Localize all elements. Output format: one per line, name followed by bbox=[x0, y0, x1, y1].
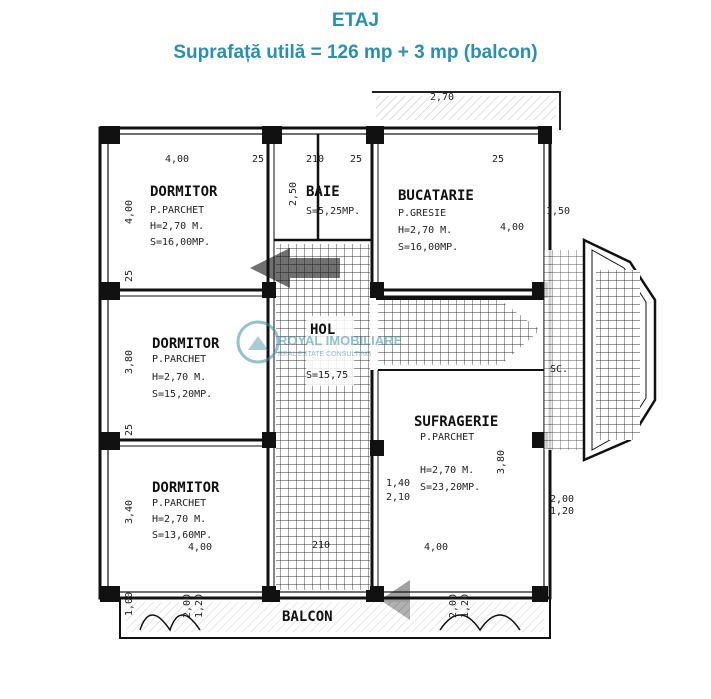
room-sufragerie: SUFRAGERIE P.PARCHET H=2,70 M. S=23,20MP… bbox=[414, 414, 498, 493]
room-balcon-name: BALCON bbox=[282, 609, 333, 625]
dim-left-100: 1,00 bbox=[124, 592, 135, 616]
balcony bbox=[119, 597, 551, 639]
room-sufragerie-height: H=2,70 M. bbox=[420, 465, 474, 476]
dim-right-150: 1,50 bbox=[546, 206, 570, 217]
dim-balc1-120: 1,20 bbox=[194, 594, 205, 618]
room-dormitor-3-height: H=2,70 M. bbox=[152, 514, 206, 525]
room-dormitor-1-height: H=2,70 M. bbox=[150, 221, 204, 232]
room-sc-name: SC. bbox=[550, 364, 568, 375]
dim-right-200: 2,00 bbox=[550, 494, 574, 505]
dim-top-25b: 25 bbox=[350, 154, 362, 165]
room-dormitor-2-area: S=15,20MP. bbox=[152, 389, 212, 400]
stair-bay bbox=[582, 238, 657, 462]
room-balcon: BALCON bbox=[282, 609, 333, 625]
dim-bottom-210: 210 bbox=[312, 540, 330, 551]
dim-balc1-200: 2,00 bbox=[182, 594, 193, 618]
room-dormitor-2-name: DORMITOR bbox=[152, 336, 220, 352]
room-dormitor-2-height: H=2,70 M. bbox=[152, 372, 206, 383]
watermark-tagline: REAL ESTATE CONSULTING bbox=[278, 351, 371, 358]
dim-right-120: 1,20 bbox=[550, 506, 574, 517]
room-hol-area: S=15,75 bbox=[306, 370, 348, 381]
dim-right-380: 3,80 bbox=[496, 450, 507, 474]
dim-baie-250: 2,50 bbox=[288, 182, 299, 206]
dim-bottom-right-400: 4,00 bbox=[424, 542, 448, 553]
room-hol: HOL S=15,75 bbox=[306, 316, 354, 386]
room-dormitor-1-area: S=16,00MP. bbox=[150, 237, 210, 248]
dim-top-25c: 25 bbox=[492, 154, 504, 165]
dim-top-400: 4,00 bbox=[165, 154, 189, 165]
dim-bottom-400: 4,00 bbox=[188, 542, 212, 553]
room-sc: SC. bbox=[550, 364, 568, 375]
room-baie-name: BAIE bbox=[306, 184, 340, 200]
dim-left-25a: 25 bbox=[124, 270, 135, 282]
dim-balc2-200: 2,00 bbox=[448, 594, 459, 618]
dim-top-210: 210 bbox=[306, 154, 324, 165]
room-dormitor-3-area: S=13,60MP. bbox=[152, 530, 212, 541]
dim-left-340: 3,40 bbox=[124, 500, 135, 524]
room-bucatarie-floor: P.GRESIE bbox=[398, 208, 446, 219]
room-baie-area: S=5,25MP. bbox=[306, 206, 360, 217]
room-dormitor-1: DORMITOR P.PARCHET H=2,70 M. S=16,00MP. bbox=[150, 184, 218, 248]
room-dormitor-1-floor: P.PARCHET bbox=[150, 205, 204, 216]
room-dormitor-2: DORMITOR P.PARCHET H=2,70 M. S=15,20MP. bbox=[152, 336, 220, 400]
dimension-labels: 4,00 25 210 25 25 1,50 4,00 2,50 4,00 25… bbox=[124, 154, 574, 618]
plan-subtitle: Suprafață utilă = 126 mp + 3 mp (balcon) bbox=[173, 42, 538, 63]
dim-top-25a: 25 bbox=[252, 154, 264, 165]
room-bucatarie-area: S=16,00MP. bbox=[398, 242, 458, 253]
room-dormitor-3: DORMITOR P.PARCHET H=2,70 M. S=13,60MP. bbox=[152, 480, 220, 541]
dim-left-25b: 25 bbox=[124, 424, 135, 436]
room-hol-name: HOL bbox=[310, 322, 335, 338]
room-dormitor-2-floor: P.PARCHET bbox=[152, 354, 206, 365]
plan-title: ETAJ bbox=[331, 10, 380, 31]
room-dormitor-3-name: DORMITOR bbox=[152, 480, 220, 496]
room-sufragerie-area: S=23,20MP. bbox=[420, 482, 480, 493]
dim-140: 1,40 bbox=[386, 478, 410, 489]
room-bucatarie: BUCATARIE P.GRESIE H=2,70 M. S=16,00MP. bbox=[398, 188, 474, 253]
dim-balc2-120: 1,20 bbox=[460, 594, 471, 618]
room-bucatarie-name: BUCATARIE bbox=[398, 188, 474, 204]
dim-left-380: 3,80 bbox=[124, 350, 135, 374]
room-baie: BAIE S=5,25MP. bbox=[306, 184, 360, 217]
wall-piers bbox=[100, 126, 552, 602]
room-sufragerie-name: SUFRAGERIE bbox=[414, 414, 498, 430]
watermark-logo-icon bbox=[236, 320, 280, 364]
room-bucatarie-height: H=2,70 M. bbox=[398, 225, 452, 236]
dim-left-400: 4,00 bbox=[124, 200, 135, 224]
dim-210c: 2,10 bbox=[386, 492, 410, 503]
room-sufragerie-floor: P.PARCHET bbox=[420, 432, 474, 443]
watermark: ROYAL IMOBILIARE REAL ESTATE CONSULTING bbox=[236, 320, 403, 364]
dim-buc-400: 4,00 bbox=[500, 222, 524, 233]
room-dormitor-3-floor: P.PARCHET bbox=[152, 498, 206, 509]
terrace-top: 2,70 bbox=[372, 91, 561, 130]
room-dormitor-1-name: DORMITOR bbox=[150, 184, 218, 200]
watermark-brand: ROYAL IMOBILIARE bbox=[278, 333, 403, 348]
dim-terrace: 2,70 bbox=[430, 92, 454, 103]
hallway-floor bbox=[250, 244, 584, 620]
